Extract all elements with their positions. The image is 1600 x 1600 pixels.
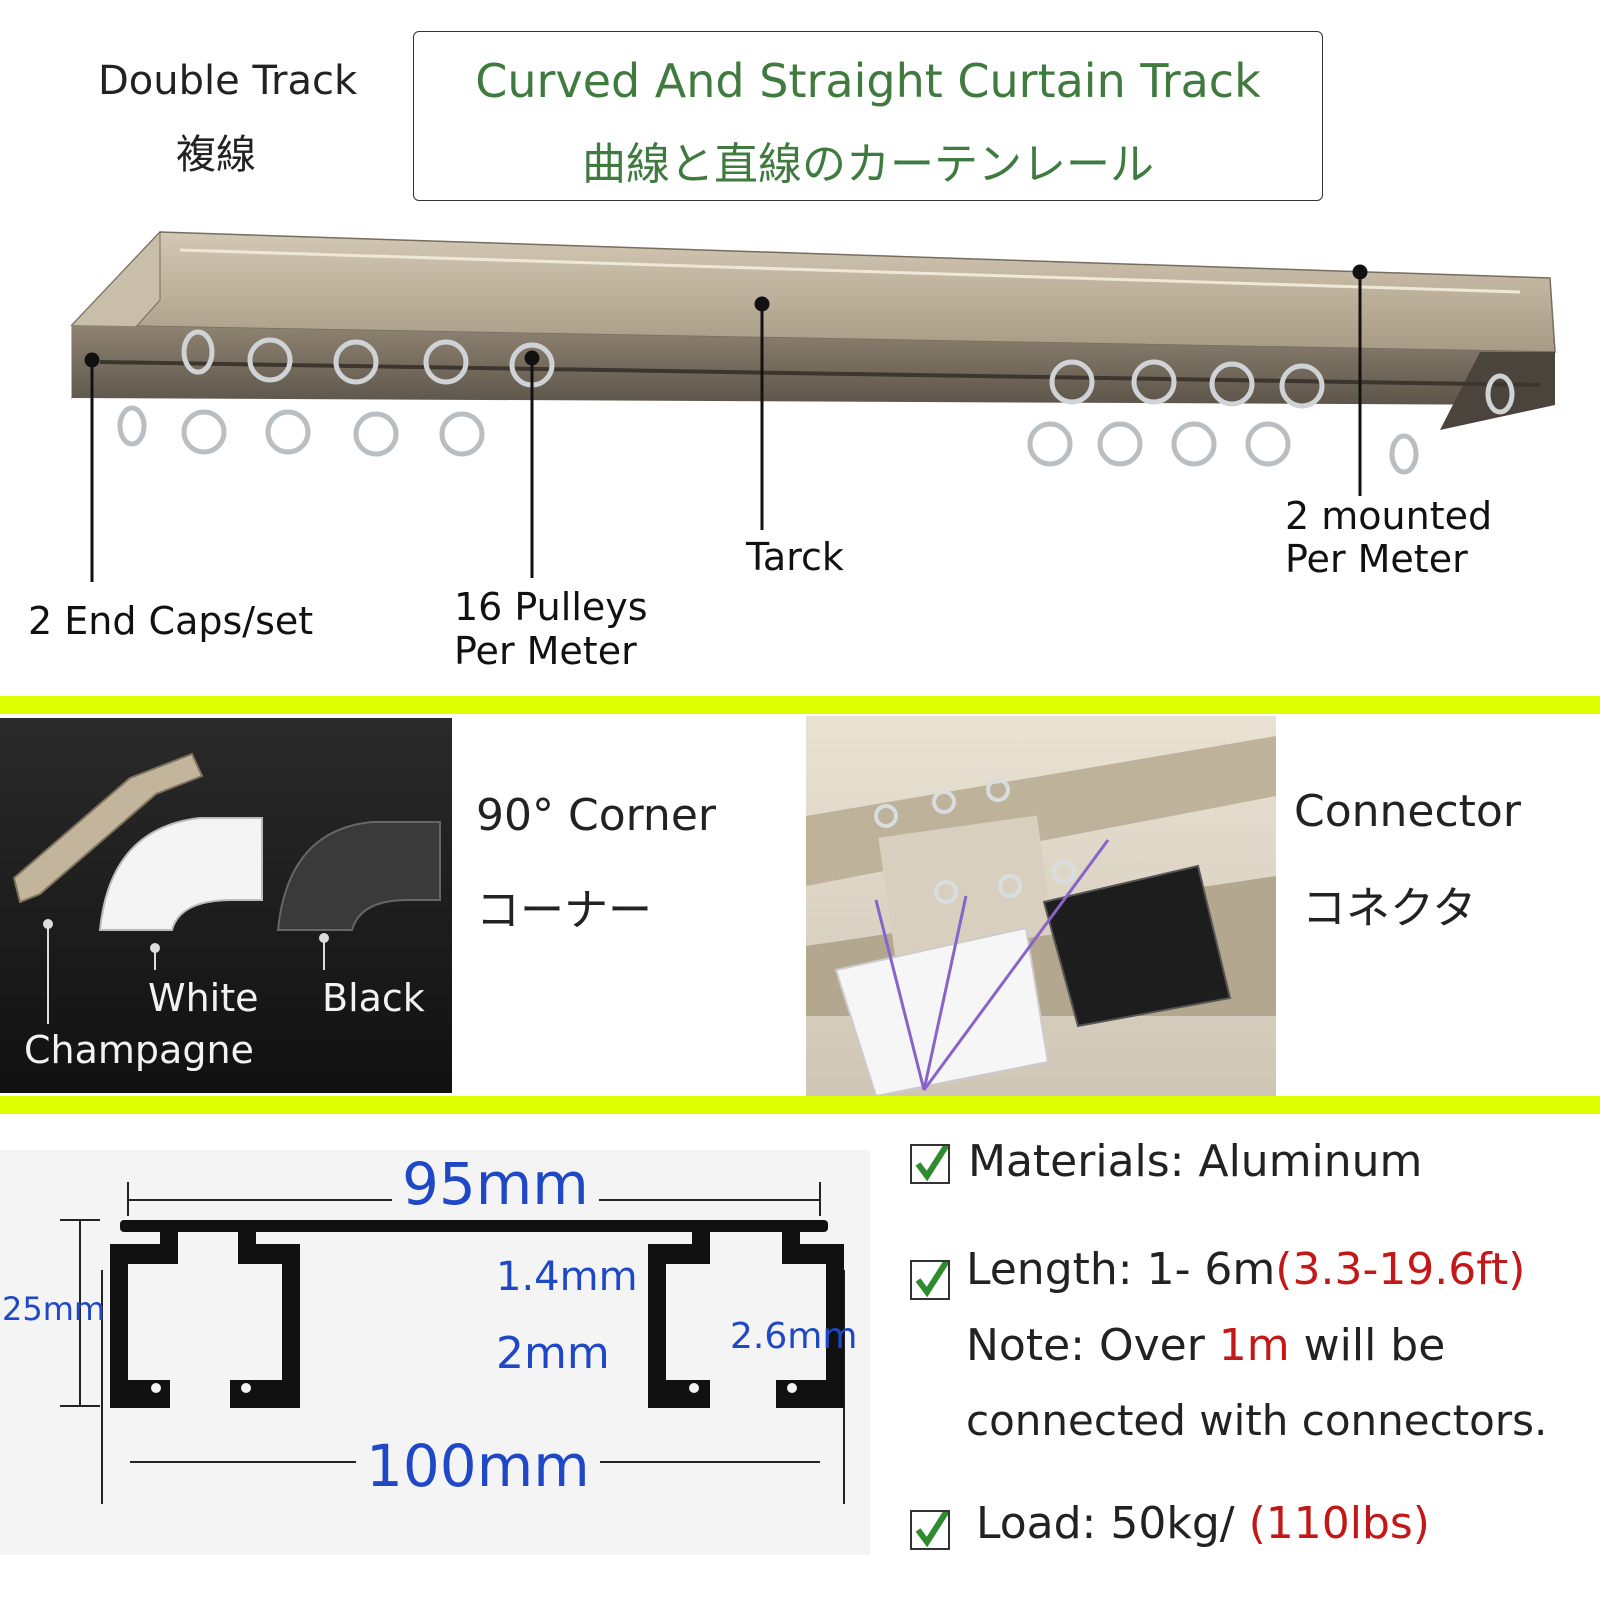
corner-title-jp: コーナー [476,885,652,936]
dimension-inner: 2.6mm [730,1316,858,1357]
black-variant-label: Black [322,976,425,1020]
spec-length: Length: 1- 6m(3.3-19.6ft) [966,1244,1525,1295]
corner-photo: White Black Champagne [0,718,452,1093]
connector-title-jp: コネクタ [1302,883,1477,934]
profile-cross-section [60,1182,845,1504]
spec-note-suffix: will be [1289,1320,1446,1371]
check-icon [910,1144,950,1184]
check-icon [910,1260,950,1300]
spec-note: Note: Over 1m will be [966,1320,1445,1371]
mounted-label-line1: 2 mounted [1285,494,1493,538]
spec-length-value: Length: 1- 6m [966,1244,1276,1295]
curtain-track-illustration [70,230,1556,582]
dimension-gap: 2mm [496,1328,610,1379]
pulleys-label-line1: 16 Pulleys [454,585,648,629]
corner-title: 90° Corner [476,790,716,841]
spec-load-value: Load: 50kg/ [976,1498,1249,1549]
connector-illustration [806,736,1276,1096]
dimension-width-top: 95mm [392,1150,599,1218]
white-variant-label: White [148,976,259,1020]
spec-note-highlight: 1m [1218,1320,1290,1371]
divider-bottom [0,1096,1600,1114]
pulley-rings-row2 [117,405,1419,475]
spec-length-ft: (3.3-19.6ft) [1275,1244,1526,1295]
dimension-wall: 1.4mm [496,1254,638,1300]
dimension-height: 25mm [2,1290,106,1328]
mounted-label-line2: Per Meter [1285,537,1468,581]
pulleys-label-line2: Per Meter [454,629,637,673]
double-track-label: Double Track [98,58,358,104]
page-title-jp: 曲線と直線のカーテンレール [582,139,1154,190]
dimension-width-bottom: 100mm [356,1432,600,1500]
double-track-label-jp: 複線 [176,132,256,178]
page-title: Curved And Straight Curtain Track [475,54,1261,108]
spec-load-lbs: (110lbs) [1248,1498,1430,1549]
spec-materials: Materials: Aluminum [968,1136,1423,1187]
track-overview-section: Double Track 複線 Curved And Straight Curt… [0,0,1600,690]
connector-photo [806,716,1276,1096]
divider-top [0,696,1600,714]
champagne-variant-label: Champagne [24,1028,254,1072]
spec-list: Materials: Aluminum Length: 1- 6m(3.3-19… [888,1120,1600,1590]
check-icon [910,1510,950,1550]
connector-title: Connector [1294,786,1521,837]
track-label: Tarck [746,535,844,579]
spec-note-line2: connected with connectors. [966,1396,1548,1445]
end-caps-label: 2 End Caps/set [28,599,314,643]
spec-load: Load: 50kg/ (110lbs) [976,1498,1430,1549]
corner-pieces-illustration [12,752,441,1024]
spec-note-prefix: Note: Over [966,1320,1219,1371]
profile-dimensions-panel: 95mm 25mm 1.4mm 2mm 2.6mm 100mm [0,1150,870,1555]
title-box: Curved And Straight Curtain Track 曲線と直線の… [413,31,1323,201]
